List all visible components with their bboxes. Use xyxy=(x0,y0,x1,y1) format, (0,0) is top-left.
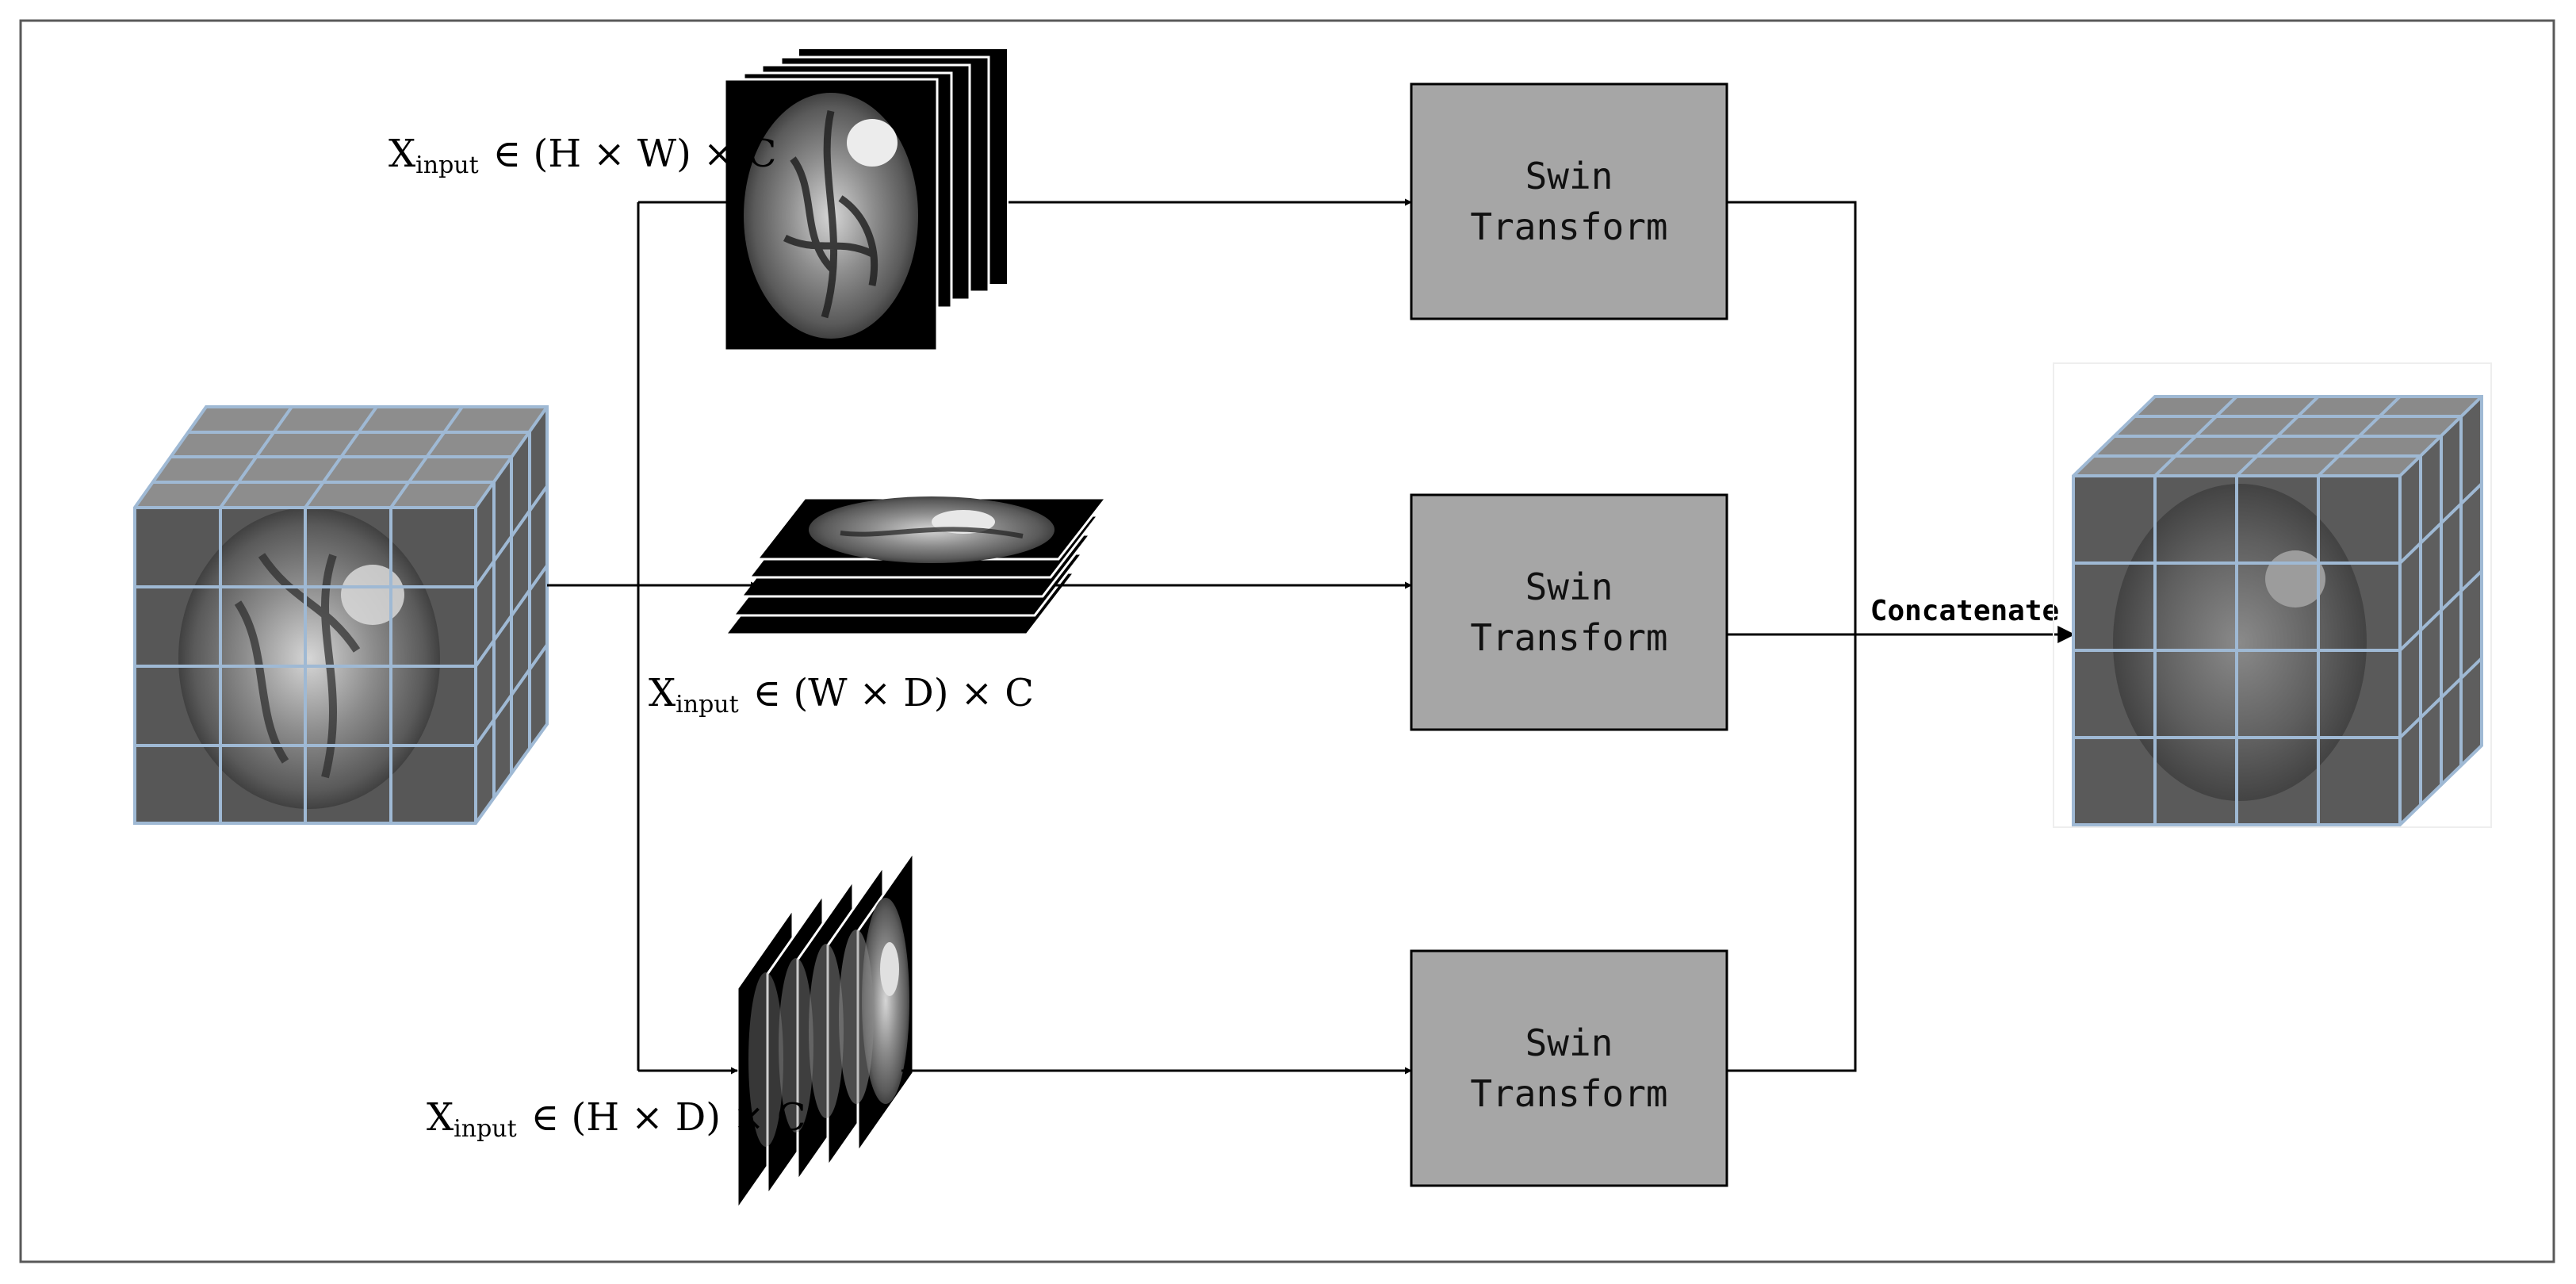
coronal-input-label: Xinput ∈ (W × D) × C xyxy=(649,671,1034,719)
output-cube-brain-slice xyxy=(2113,484,2367,801)
figure-frame xyxy=(19,19,2555,1263)
coronal-slice-stack xyxy=(722,496,1109,636)
axial-input-sub: input xyxy=(415,151,479,179)
cube-brain-slice xyxy=(178,508,440,809)
sagittal-brain xyxy=(862,898,909,1104)
connector-lines xyxy=(547,198,2076,1075)
axial-input-label: Xinput ∈ (H × W) × C xyxy=(389,132,776,179)
sagittal-input-var: X xyxy=(427,1095,454,1140)
axial-slice-stack xyxy=(723,49,1007,352)
swin-block-1-line1: Swin xyxy=(1525,155,1613,197)
swin-block-2-line2: Transform xyxy=(1470,616,1667,659)
swin-block-3-line2: Transform xyxy=(1470,1072,1667,1115)
swin-block-2: Swin Transform xyxy=(1410,493,1728,731)
sagittal-input-rest: ∈ (H × D) × C xyxy=(531,1095,806,1140)
coronal-input-sub: input xyxy=(676,691,739,719)
sagittal-input-sub: input xyxy=(454,1115,517,1143)
coronal-input-rest: ∈ (W × D) × C xyxy=(753,671,1034,715)
output-volume-cube xyxy=(2053,362,2492,828)
swin-block-1-line2: Transform xyxy=(1470,205,1667,248)
sagittal-slice-stack xyxy=(736,848,915,1213)
axial-input-var: X xyxy=(389,132,415,176)
axial-input-rest: ∈ (H × W) × C xyxy=(493,132,777,176)
swin-block-3: Swin Transform xyxy=(1410,949,1728,1187)
input-volume-cube xyxy=(133,405,549,825)
swin-block-1: Swin Transform xyxy=(1410,82,1728,320)
swin-block-3-line1: Swin xyxy=(1525,1021,1613,1064)
coronal-input-var: X xyxy=(649,671,676,715)
concatenate-label: Concatenate xyxy=(1870,595,2059,627)
sagittal-input-label: Xinput ∈ (H × D) × C xyxy=(427,1095,806,1143)
swin-block-2-line1: Swin xyxy=(1525,565,1613,608)
